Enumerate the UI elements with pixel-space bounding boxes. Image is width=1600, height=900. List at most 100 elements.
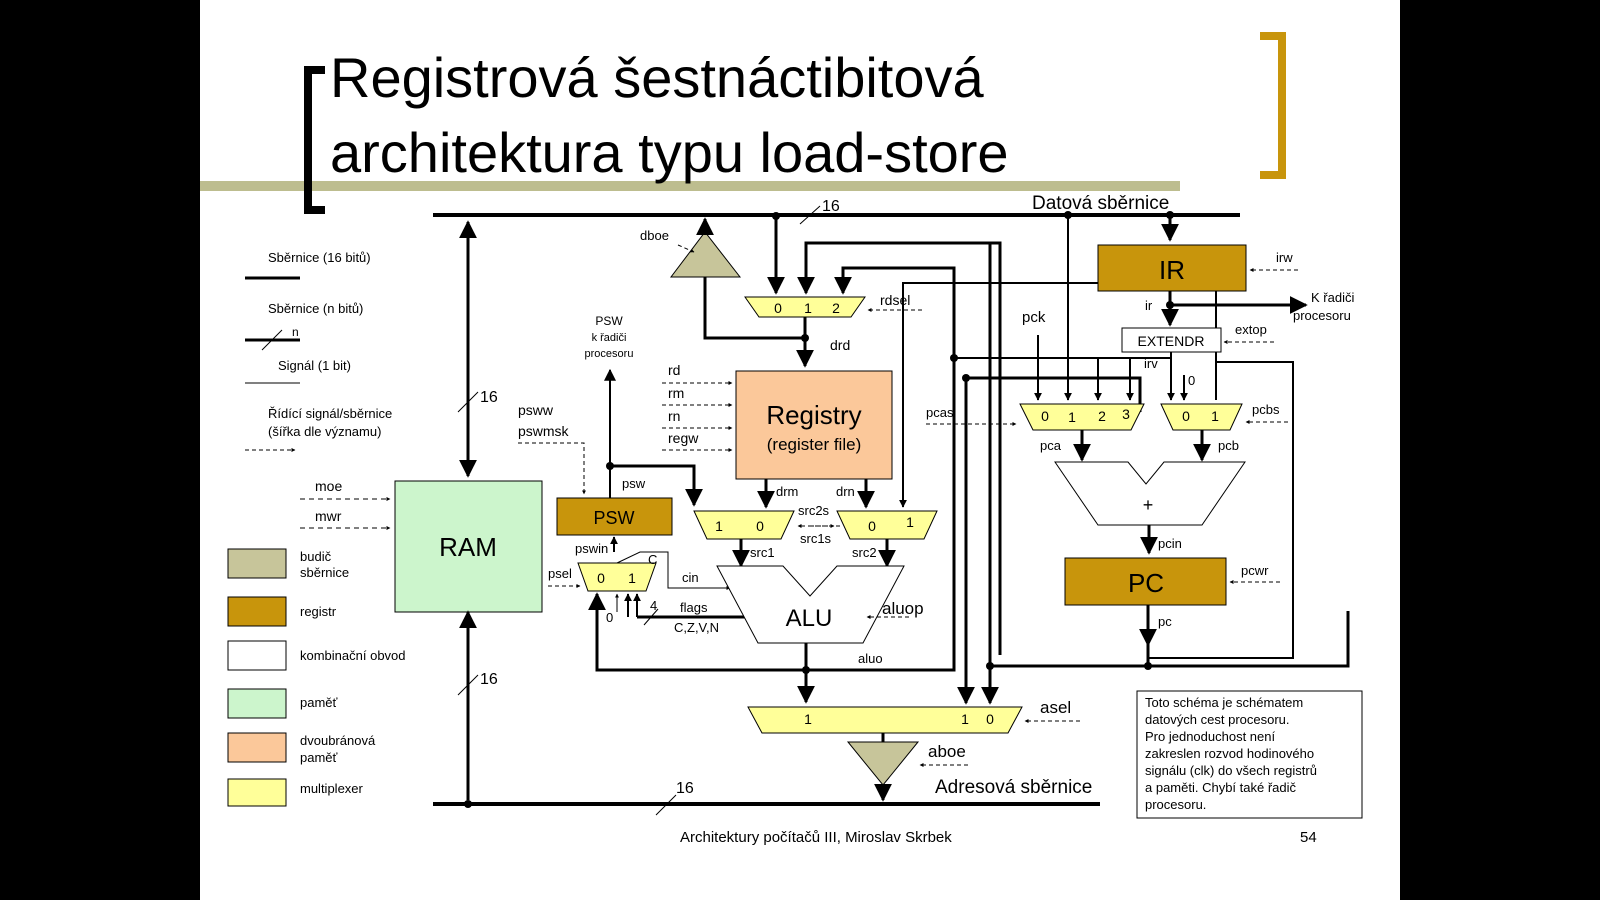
svg-text:0: 0 (774, 300, 782, 316)
svg-text:2: 2 (832, 300, 840, 316)
rd-label: rd (668, 362, 680, 378)
legend-dual-2: paměť (300, 750, 338, 765)
note-line-2: datových cest procesoru. (1145, 712, 1290, 727)
pcb-zero-label: 0 (1188, 373, 1195, 388)
extop-label: extop (1235, 322, 1267, 337)
aluop-label: aluop (882, 599, 924, 618)
svg-text:0: 0 (986, 711, 994, 727)
rn-label: rn (668, 408, 680, 424)
legend-mux: multiplexer (300, 781, 364, 796)
note-line-1: Toto schéma je schématem (1145, 695, 1303, 710)
legend-swatch-driver (227, 548, 287, 579)
register-file (735, 370, 893, 480)
svg-text:1: 1 (804, 300, 812, 316)
pc-label: PC (1128, 568, 1164, 598)
asel-label: asel (1040, 698, 1071, 717)
svg-text:1: 1 (906, 514, 914, 530)
slide-page-number: 54 (1300, 829, 1317, 846)
legend-busn: Sběrnice (n bitů) (268, 301, 363, 316)
note-line-7: procesoru. (1145, 797, 1206, 812)
slide-title-line1: Registrová šestnáctibitová (330, 46, 985, 109)
src1s-label: src1s (800, 531, 832, 546)
pck-label: pck (1022, 309, 1046, 326)
k-radici-2: procesoru (1293, 308, 1351, 323)
mux-asel (747, 706, 1023, 734)
legend-dual-1: dvoubránová (300, 733, 376, 748)
dboe-driver (669, 231, 742, 278)
cin-label: cin (682, 570, 699, 585)
irw-label: irw (1276, 250, 1293, 265)
mux-src2 (836, 510, 938, 540)
rm-label: rm (668, 385, 684, 401)
svg-text:1: 1 (961, 711, 969, 727)
svg-text:2: 2 (1098, 408, 1106, 424)
svg-text:0: 0 (597, 570, 605, 586)
ir-register (1097, 244, 1247, 292)
k-radici-1: K řadiči (1311, 290, 1354, 305)
drm-label: drm (776, 484, 798, 499)
psw-ctrl-1: PSW (595, 314, 623, 328)
legend-memory: paměť (300, 695, 338, 710)
pcas-label: pcas (926, 405, 954, 420)
legend-register: registr (300, 604, 337, 619)
slide-footer: Architektury počítačů III, Miroslav Skrb… (680, 829, 952, 846)
register-file-title: Registry (766, 400, 861, 430)
drn-label: drn (836, 484, 855, 499)
legend-swatch-register (227, 596, 287, 627)
note-line-6: a paměti. Chybí také řadič (1145, 780, 1297, 795)
psw-out-label: psw (622, 476, 646, 491)
ram-data-width: 16 (480, 389, 498, 406)
aluo-label: aluo (858, 651, 883, 666)
address-bus-width: 16 (676, 780, 694, 797)
legend-swatch-mux (227, 778, 287, 807)
psw-label: PSW (593, 508, 634, 528)
extendr-block (1121, 327, 1222, 353)
psww-label: psww (518, 402, 554, 418)
datapath-diagram: Registrová šestnáctibitová architektura … (200, 32, 1363, 846)
svg-text:1: 1 (1211, 408, 1219, 424)
psw-ctrl-3: procesoru (585, 348, 634, 360)
pcwr-label: pcwr (1241, 563, 1269, 578)
flags-list-label: C,Z,V,N (674, 620, 719, 635)
slide-title-line2: architektura typu load-store (330, 121, 1009, 184)
moe-label: moe (315, 478, 342, 494)
slide: Registrová šestnáctibitová architektura … (200, 0, 1400, 900)
legend-ctrl-1: Řídící signál/sběrnice (268, 406, 392, 421)
svg-text:0: 0 (756, 518, 764, 534)
alu-block (716, 565, 905, 644)
drd-label: drd (830, 337, 850, 353)
rdsel-label: rdsel (880, 292, 910, 308)
legend-busn-n: n (292, 325, 299, 339)
note-line-5: signálu (clk) do všech registrů (1145, 763, 1317, 778)
flags-label: flags (680, 600, 708, 615)
register-file-subtitle: (register file) (767, 435, 861, 454)
legend-driver-1: budič (300, 549, 332, 564)
mux-rdsel (744, 296, 866, 318)
psel-label: psel (548, 566, 572, 581)
right-bracket (1260, 32, 1286, 179)
svg-text:1: 1 (804, 711, 812, 727)
svg-text:0: 0 (1041, 408, 1049, 424)
note-box (1136, 690, 1363, 819)
pcin-label: pcin (1158, 536, 1182, 551)
flags-width-label: 4 (650, 598, 657, 613)
psw-register (556, 497, 673, 536)
mux-pca (1019, 403, 1145, 431)
src1-label: src1 (750, 545, 775, 560)
psw-ctrl-2: k řadiči (592, 332, 627, 344)
note-line-4: zakreslen rozvod hodinového (1145, 746, 1314, 761)
svg-text:0: 0 (1182, 408, 1190, 424)
adder-label: + (1143, 495, 1154, 515)
legend-ctrl-2: (šířka dle významu) (268, 424, 381, 439)
adder-block (1054, 461, 1246, 526)
ir-label: IR (1159, 255, 1185, 285)
pcb-label: pcb (1218, 438, 1239, 453)
aboe-label: aboe (928, 742, 966, 761)
regw-label: regw (668, 430, 699, 446)
pswmsk-label: pswmsk (518, 423, 570, 439)
alu-label: ALU (786, 605, 833, 632)
pca-label: pca (1040, 438, 1062, 453)
dboe-label: dboe (640, 228, 669, 243)
mux-pcb (1160, 403, 1243, 431)
aboe-driver (846, 741, 920, 786)
